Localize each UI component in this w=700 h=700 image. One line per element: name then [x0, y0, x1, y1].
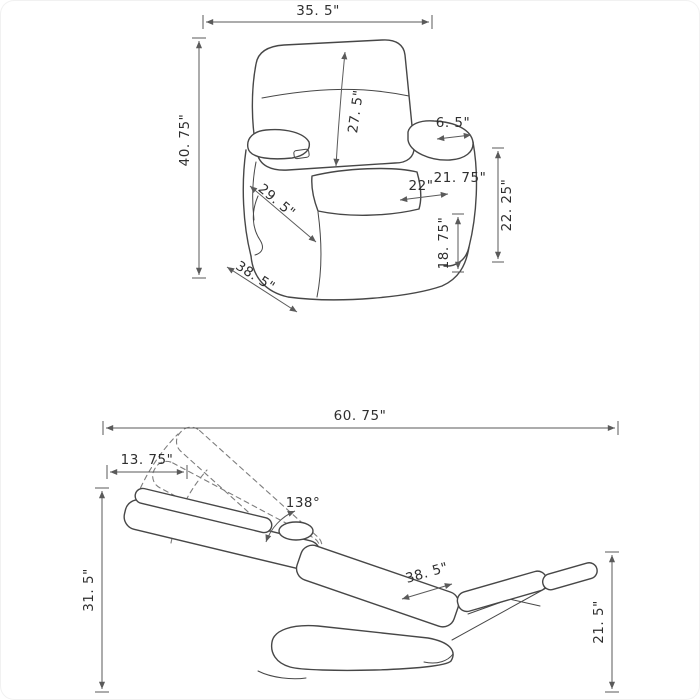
footrest-seam [316, 211, 322, 298]
footrest-segment-1 [456, 570, 548, 613]
reclined-chair [123, 426, 598, 680]
footrest-slab-1 [456, 570, 548, 613]
base-foot-left [257, 670, 307, 680]
label-inner-depth: 29. 5" [255, 181, 299, 221]
label-backrest-length: 38. 5" [404, 559, 450, 586]
label-headrest-extension: 13. 75" [121, 452, 174, 468]
footrest-segment-2 [541, 562, 598, 591]
dim-overall-height-reclined: 31. 5" [81, 487, 109, 693]
base-pedestal [270, 624, 454, 672]
dim-inner-depth: 29. 5" [249, 181, 317, 243]
seat-reclined [295, 544, 460, 628]
label-seat-height: 18. 75" [436, 217, 452, 270]
label-footrest-height: 21. 5" [591, 600, 607, 644]
dim-overall-length: 60. 75" [102, 408, 619, 435]
seat-cushion [311, 167, 422, 216]
upright-view: 35. 5" 40. 75" 27. 5" 6. 5" 22" 21. 75" … [177, 3, 515, 313]
dim-overall-width: 35. 5" [202, 3, 433, 29]
dim-line [399, 191, 449, 203]
armrest-cap [278, 521, 314, 541]
base-foot-right [423, 653, 454, 664]
dim-arc [265, 510, 296, 543]
label-recline-angle: 138° [286, 495, 321, 511]
left-armrest [247, 128, 311, 160]
dim-seat-height: 18. 75" [436, 213, 464, 273]
power-cord [252, 195, 263, 256]
label-overall-depth: 38. 5" [233, 258, 278, 295]
dim-headrest-extension: 13. 75" [106, 452, 188, 479]
label-overall-height-reclined: 31. 5" [81, 568, 97, 612]
seat-slab [295, 544, 460, 628]
label-overall-length: 60. 75" [334, 408, 387, 424]
label-seat-depth: 21. 75" [434, 170, 487, 186]
power-button [293, 148, 310, 160]
left-arm-edge [242, 149, 252, 257]
label-back-height: 27. 5" [345, 89, 367, 134]
label-seat-width: 22" [409, 178, 434, 194]
dim-line [401, 583, 453, 600]
dim-arm-height: 22. 25" [492, 147, 515, 263]
dim-seat-width: 22" 21. 75" [399, 170, 487, 203]
dim-line [333, 51, 348, 167]
label-arm-height: 22. 25" [499, 179, 515, 232]
dim-back-height: 27. 5" [333, 51, 367, 167]
dim-line [249, 185, 317, 243]
label-overall-height: 40. 75" [177, 114, 193, 167]
dim-armrest-width: 6. 5" [436, 115, 472, 142]
dim-line [226, 266, 298, 313]
label-overall-width: 35. 5" [296, 3, 340, 19]
dim-overall-height: 40. 75" [177, 37, 206, 279]
dim-overall-depth: 38. 5" [226, 258, 298, 313]
dim-footrest-height: 21. 5" [591, 551, 619, 693]
reclined-view: 60. 75" 13. 75" 138° 38. 5" 31. 5" 21. [81, 408, 619, 693]
dim-line [436, 132, 472, 142]
dim-recline-angle: 138° [265, 495, 321, 543]
label-armrest-width: 6. 5" [436, 115, 470, 131]
footrest-slab-2 [541, 562, 598, 591]
